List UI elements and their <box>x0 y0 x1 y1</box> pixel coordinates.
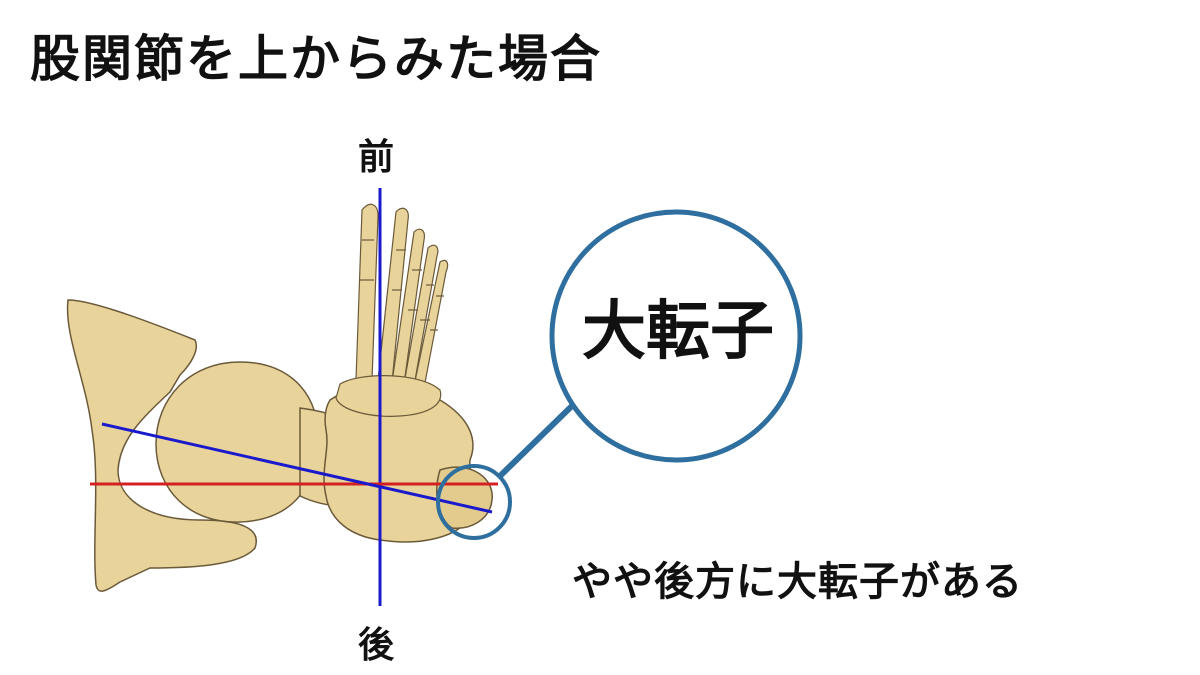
femoral-head <box>155 361 319 523</box>
greater-trochanter-bulge <box>436 466 493 529</box>
front-label: 前 <box>358 137 395 178</box>
pelvis-bone <box>66 299 257 592</box>
diagram-caption: やや後方に大転子がある <box>572 559 1023 605</box>
back-label: 後 <box>358 625 395 666</box>
bone-illustration <box>66 203 493 592</box>
foot-bones <box>335 203 449 417</box>
page-title: 股関節を上からみた場合 <box>30 30 602 88</box>
femoral-neck-axis-line <box>101 422 493 514</box>
callout-label-greater-trochanter: 大転子 <box>582 295 774 369</box>
callout-connector <box>497 399 579 479</box>
callout-bubble <box>549 209 803 463</box>
trochanter-highlight-circle <box>436 464 512 540</box>
